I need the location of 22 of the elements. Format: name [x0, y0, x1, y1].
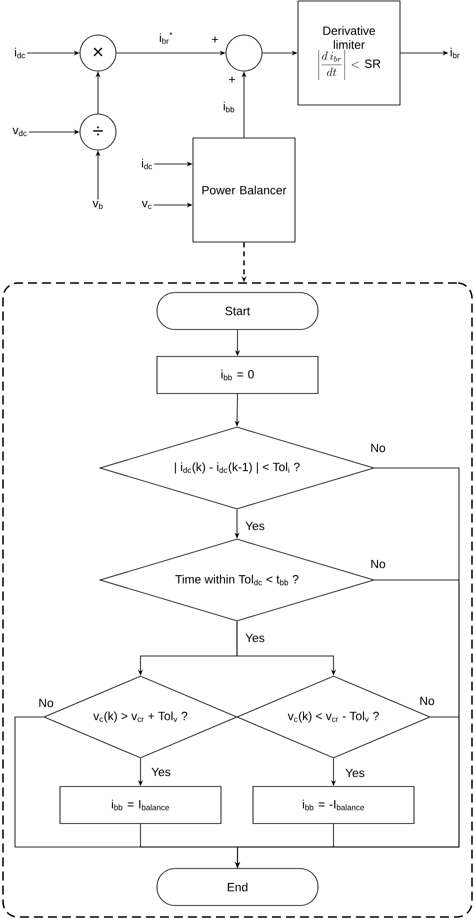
edge-label: Yes — [344, 768, 366, 778]
terminal-box: Start — [156, 292, 318, 330]
signal-label: v$_{b}$ — [92, 200, 103, 210]
signal-label: v$_{c}$ — [142, 200, 152, 210]
dashed-frame — [2, 282, 473, 918]
process-box: Derivative limiter $\left|\frac{d\,i_{br}}{dt}\right| < \mathrm{SR}$ — [298, 0, 400, 106]
process-box: Power Balancer — [192, 138, 296, 242]
summing-junction — [226, 34, 262, 72]
signal-label: i$_{dc}$ — [142, 158, 152, 170]
signal-label: i$_{br}$ — [450, 48, 460, 58]
edge-label: i$_{bb}$ — [222, 100, 236, 114]
process-box: i$_{bb}$ = 0 — [156, 356, 318, 394]
process-box: i$_{bb}$ = -I$_{balance}$ — [252, 786, 414, 824]
process-box: i$_{bb}$ = I$_{balance}$ — [60, 786, 222, 824]
edge-label: Yes — [244, 520, 266, 532]
edge-label: Yes — [244, 632, 266, 644]
terminal-box: End — [156, 868, 318, 906]
signal-label: i$_{dc}$ — [15, 48, 26, 58]
edge-label: Yes — [150, 766, 172, 778]
plus-sign: + — [212, 36, 218, 42]
plus-sign: + — [229, 76, 235, 82]
signal-label: v$_{dc}$ — [12, 128, 27, 136]
